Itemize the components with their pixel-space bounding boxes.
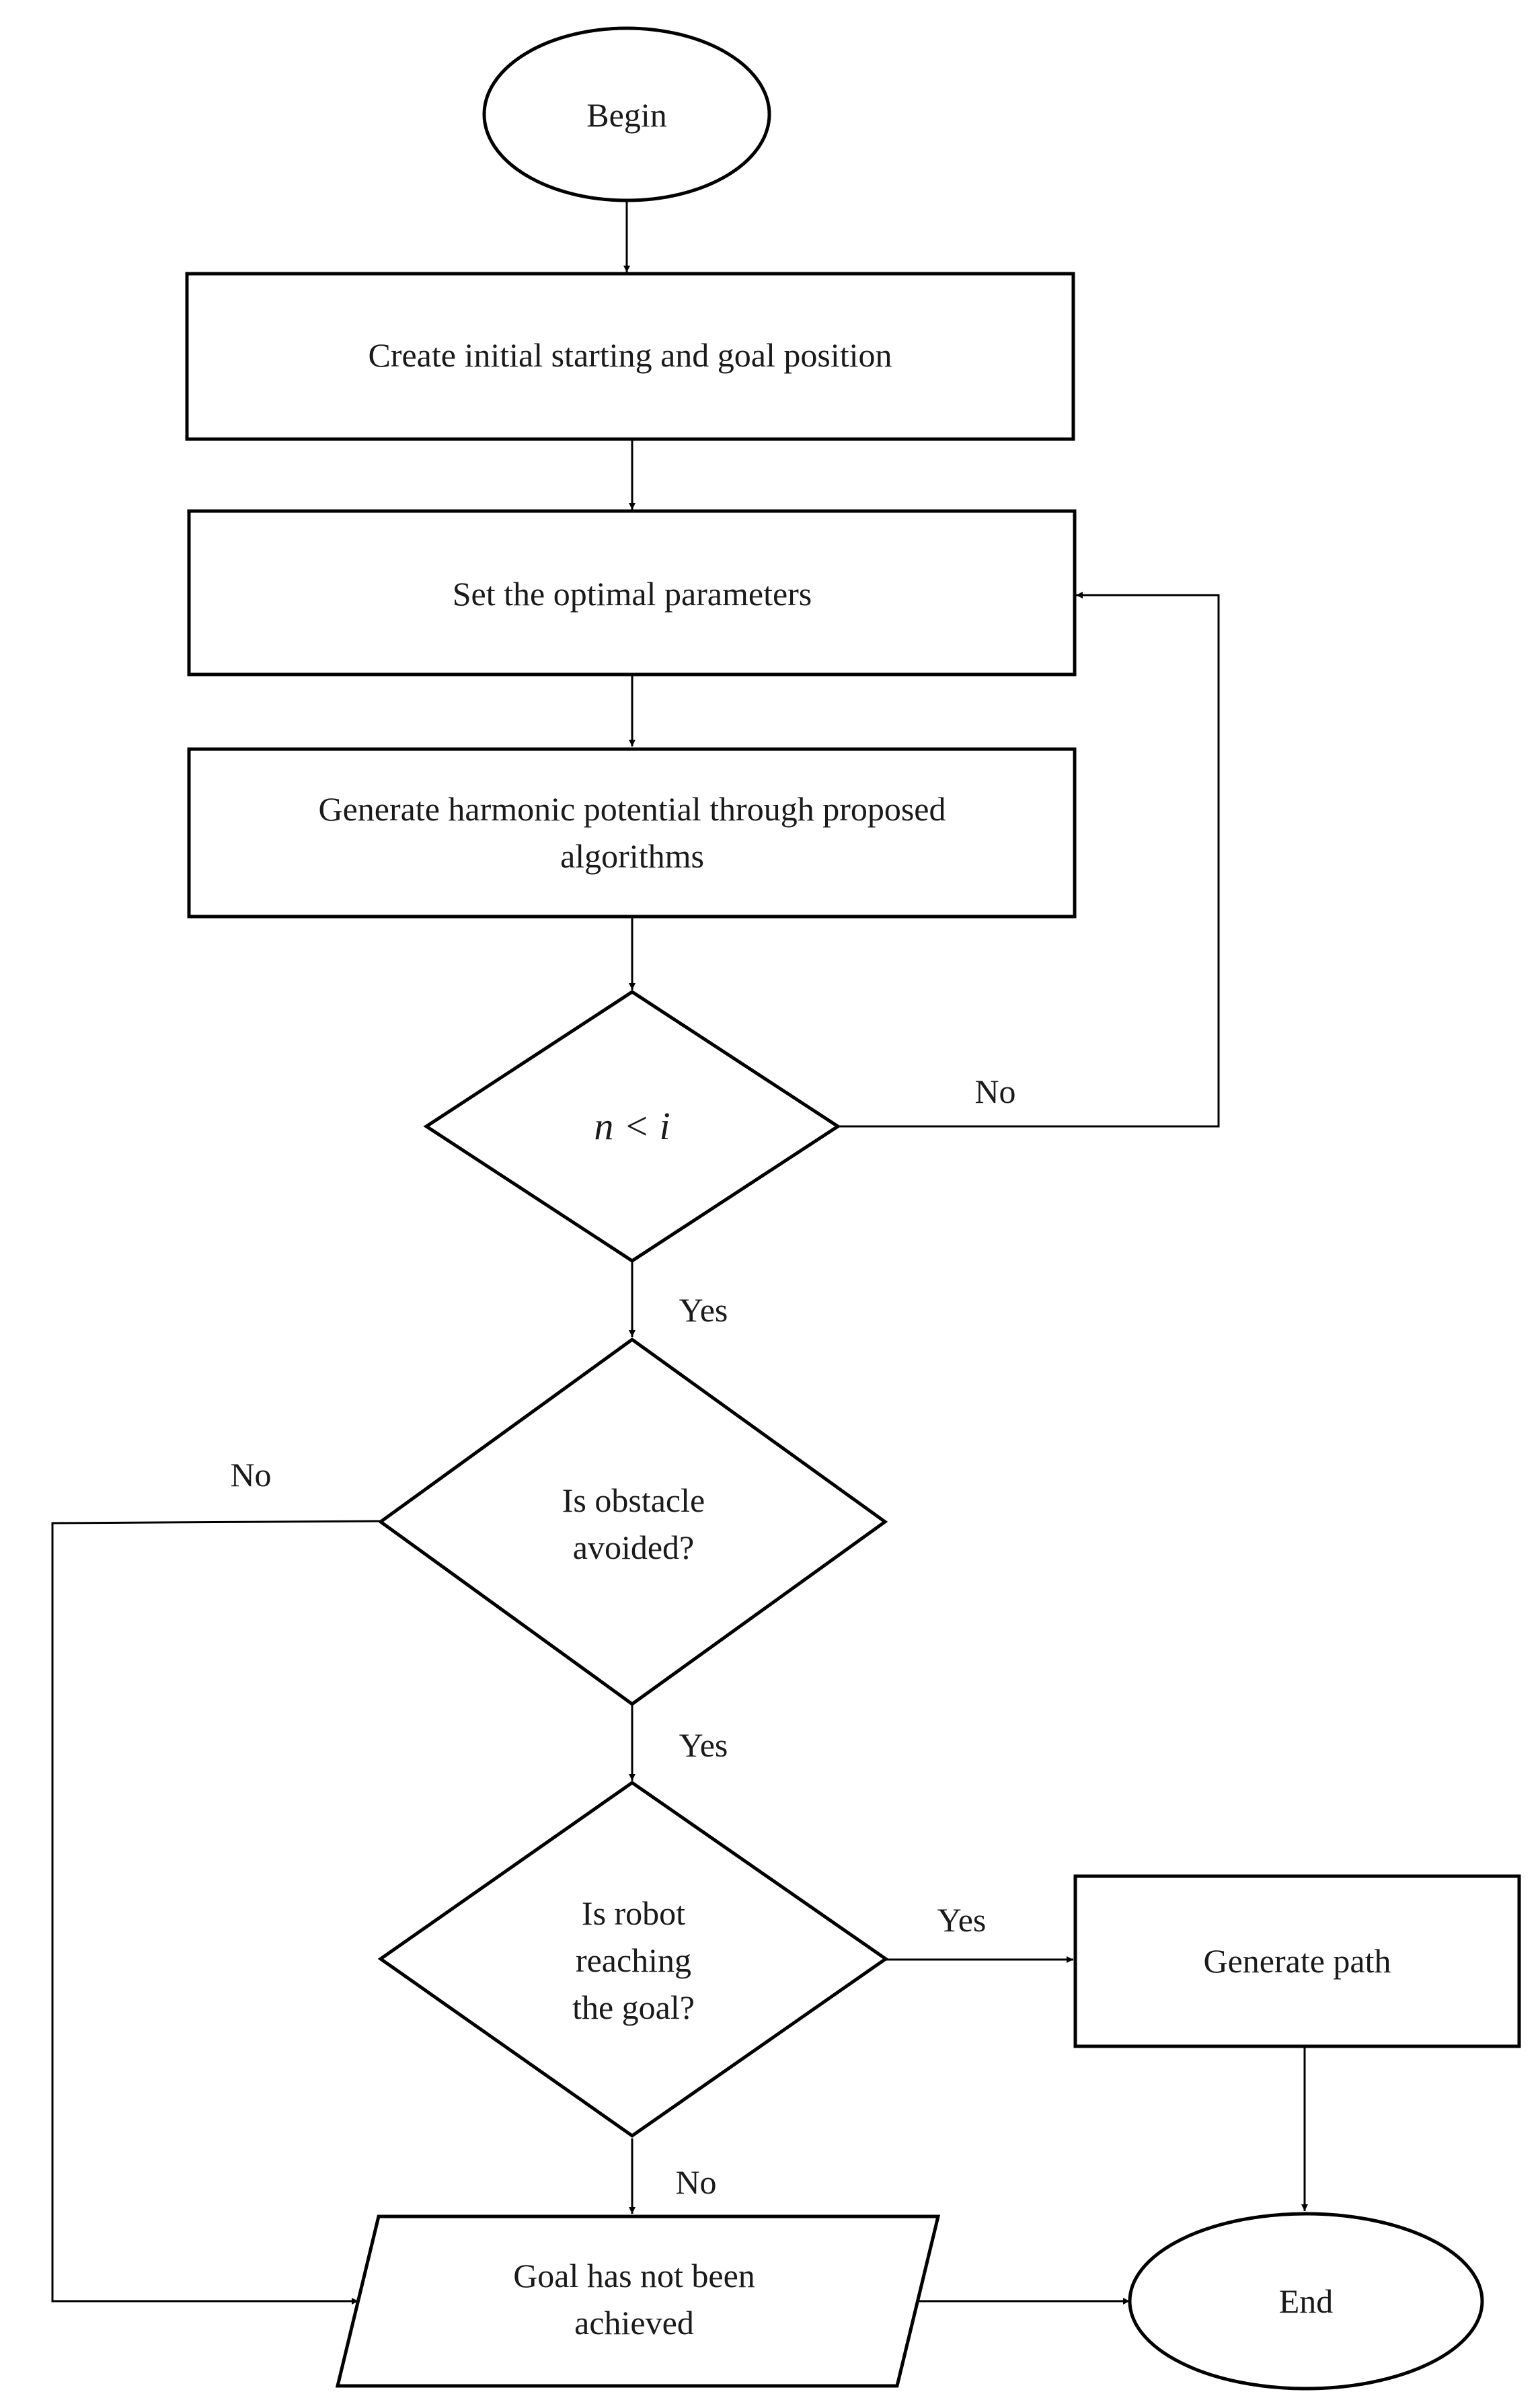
create-position-label: Create initial starting and goal positio… [368, 336, 892, 374]
loop-no-label: No [974, 1073, 1015, 1110]
goal-yes-label: Yes [937, 1901, 987, 1939]
end-label: End [1279, 2282, 1334, 2320]
generate-path-label: Generate path [1203, 1942, 1391, 1980]
generate-potential-label-line1: Generate harmonic potential through prop… [318, 790, 946, 828]
obstacle-yes-label: Yes [679, 1726, 728, 1764]
not-achieved-node: Goal has not been achieved [335, 2214, 941, 2388]
goal-check-label-line2: reaching [576, 1941, 691, 1979]
create-position-node: Create initial starting and goal positio… [185, 272, 1075, 441]
generate-potential-label-line2: algorithms [560, 837, 704, 875]
begin-node: Begin [482, 26, 771, 202]
obstacle-check-label-line1: Is obstacle [562, 1481, 705, 1519]
goal-check-label-line3: the goal? [572, 1988, 695, 2026]
arrow-obstacle-no-to-not-achieved [51, 1520, 381, 2305]
obstacle-check-label-line2: avoided? [573, 1529, 694, 1566]
begin-label: Begin [586, 96, 666, 134]
generate-potential-node: Generate harmonic potential through prop… [187, 747, 1077, 919]
loop-check-label: n < i [594, 1104, 670, 1148]
goal-check-decision: Is robot reaching the goal? [377, 1780, 889, 2138]
connectors [51, 202, 1308, 2305]
loop-yes-label: Yes [679, 1291, 728, 1329]
set-parameters-label: Set the optimal parameters [453, 575, 812, 613]
set-parameters-node: Set the optimal parameters [187, 509, 1077, 676]
arrow-loop-no-back-to-set-params [838, 592, 1220, 1128]
goal-check-label-line1: Is robot [582, 1894, 685, 1932]
not-achieved-label-line1: Goal has not been [513, 2257, 755, 2294]
end-node: End [1128, 2212, 1484, 2391]
obstacle-no-label: No [230, 1456, 271, 1494]
loop-check-decision: n < i [423, 990, 841, 1263]
goal-no-label: No [675, 2163, 716, 2201]
obstacle-check-decision: Is obstacle avoided? [377, 1337, 888, 1707]
generate-path-node: Generate path [1073, 1874, 1521, 2048]
not-achieved-label-line2: achieved [574, 2304, 694, 2342]
